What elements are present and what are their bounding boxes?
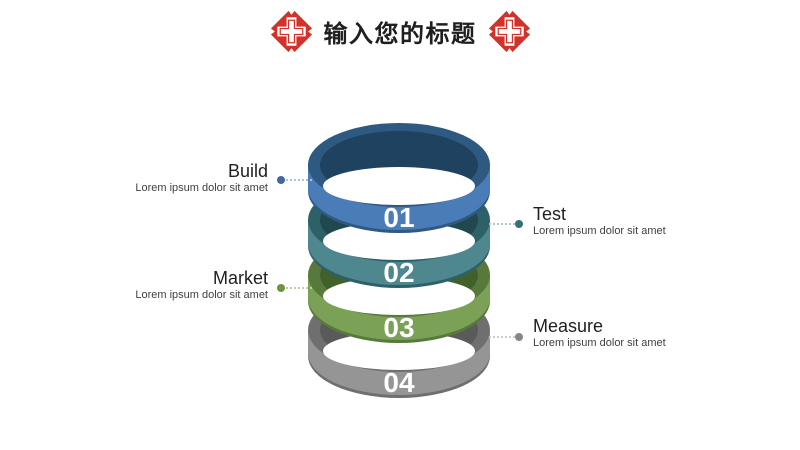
ring-number: 02 bbox=[383, 257, 414, 288]
callout-title: Measure bbox=[533, 316, 604, 336]
connector-dot-test bbox=[515, 220, 523, 228]
ring-number: 03 bbox=[383, 312, 414, 343]
connector-dot-build bbox=[277, 176, 285, 184]
callout-build: Build Lorem ipsum dolor sit amet bbox=[118, 161, 268, 195]
connector-dot-measure bbox=[515, 333, 523, 341]
connector-line-build bbox=[286, 179, 312, 181]
callout-desc: Lorem ipsum dolor sit amet bbox=[533, 225, 666, 237]
connector-line-measure bbox=[489, 336, 515, 338]
hospital-cross-icon bbox=[270, 10, 312, 53]
ring-01: 01 bbox=[308, 123, 490, 233]
page-title: 输入您的标题 bbox=[323, 21, 477, 48]
callout-market: Market Lorem ipsum dolor sit amet bbox=[118, 268, 268, 302]
callout-title: Test bbox=[533, 204, 567, 224]
callout-desc: Lorem ipsum dolor sit amet bbox=[135, 182, 268, 194]
callout-test: Test Lorem ipsum dolor sit amet bbox=[533, 204, 703, 238]
callout-measure: Measure Lorem ipsum dolor sit amet bbox=[533, 316, 703, 350]
connector-dot-market bbox=[277, 284, 285, 292]
ring-number: 01 bbox=[383, 202, 414, 233]
callout-title: Market bbox=[212, 268, 268, 288]
hospital-cross-icon bbox=[488, 10, 530, 53]
callout-desc: Lorem ipsum dolor sit amet bbox=[135, 289, 268, 301]
ring-number: 04 bbox=[383, 367, 415, 398]
slide-header: 输入您的标题 bbox=[0, 7, 800, 56]
connector-line-market bbox=[286, 287, 312, 289]
callout-desc: Lorem ipsum dolor sit amet bbox=[533, 337, 666, 349]
connector-line-test bbox=[489, 223, 515, 225]
callout-title: Build bbox=[227, 161, 268, 181]
